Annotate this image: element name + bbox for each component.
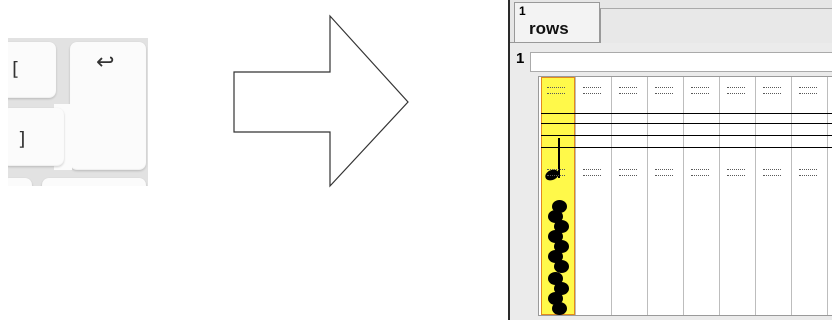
staff-line (541, 113, 832, 114)
note-bead (554, 282, 569, 295)
grid-column-line (827, 77, 828, 315)
cell-marker (547, 167, 567, 177)
staff-line (541, 123, 832, 124)
cell-marker (799, 167, 819, 177)
sequencer-grid[interactable] (538, 76, 832, 316)
open-bracket-key: [ (8, 42, 56, 98)
cell-marker (619, 167, 639, 177)
tab-label: rows (529, 19, 569, 38)
grid-column-line (719, 77, 720, 315)
note-bead (554, 260, 569, 273)
grid-column-line (791, 77, 792, 315)
keyboard-photo: [ ↩ ] (8, 38, 148, 186)
note-bead (548, 230, 563, 243)
block-arrow-right-icon (233, 14, 409, 188)
selected-column[interactable] (541, 77, 575, 315)
cell-marker (655, 167, 675, 177)
note-bead (548, 272, 563, 285)
cell-marker (547, 85, 567, 95)
tab-rows[interactable]: 1 rows (514, 2, 600, 42)
return-icon: ↩ (96, 50, 115, 75)
cell-marker (763, 167, 783, 177)
bottom-row-key (8, 178, 32, 186)
note-bead (548, 250, 563, 263)
note-stem (558, 138, 560, 178)
close-bracket-key: ] (8, 108, 64, 166)
note-bead (552, 200, 567, 213)
cell-marker (691, 85, 711, 95)
cell-marker (763, 85, 783, 95)
tab-bar-empty (600, 8, 832, 43)
return-key: ↩ (54, 42, 146, 170)
note-bead (552, 302, 567, 315)
cell-marker (799, 85, 819, 95)
cell-marker (727, 85, 747, 95)
score-window: 1 rows 1 (508, 0, 832, 320)
grid-column-line (647, 77, 648, 315)
close-bracket-legend: ] (18, 128, 26, 150)
cell-marker (583, 167, 603, 177)
cell-marker (583, 85, 603, 95)
cell-marker (619, 85, 639, 95)
tab-strip: 1 rows (510, 0, 832, 43)
grid-column-line (683, 77, 684, 315)
cell-marker (727, 167, 747, 177)
grid-column-line (575, 77, 576, 315)
note-bead (548, 210, 563, 223)
grid-column-line (755, 77, 756, 315)
note-bead (548, 292, 563, 305)
note-bead (554, 220, 569, 233)
staff-line (541, 147, 832, 148)
tab-number: 1 (519, 4, 526, 18)
note-bead (554, 240, 569, 253)
cell-marker (691, 167, 711, 177)
row-field[interactable] (530, 52, 832, 72)
bottom-row-key (42, 178, 146, 186)
grid-column-line (611, 77, 612, 315)
row-number: 1 (516, 50, 525, 67)
cell-marker (655, 85, 675, 95)
staff-line (541, 135, 832, 136)
open-bracket-legend: [ (12, 58, 20, 80)
